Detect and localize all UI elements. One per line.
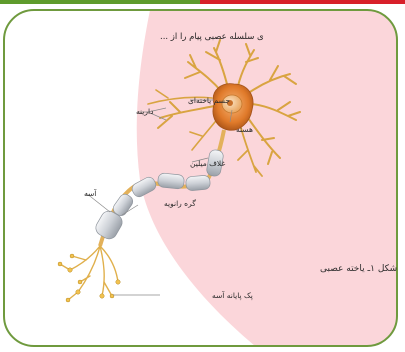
top-rule [0, 0, 405, 4]
figure-caption: شکل ۱ـ یاخته عصبی [320, 264, 397, 274]
header-fragment: ی سلسله عصبی پیام را از ... [160, 32, 264, 42]
label-node: گره رانویه [164, 199, 196, 208]
label-cell-body: جسم یاخته‌ای [188, 96, 230, 105]
label-axon-terminal: پک پایانه آسه [212, 290, 253, 300]
label-myelin-sheath: غلاف میلین [190, 159, 225, 168]
label-axon: آسه [84, 188, 97, 198]
label-dendrite: دارینه [136, 107, 153, 116]
label-nucleus: هسته [236, 125, 253, 134]
